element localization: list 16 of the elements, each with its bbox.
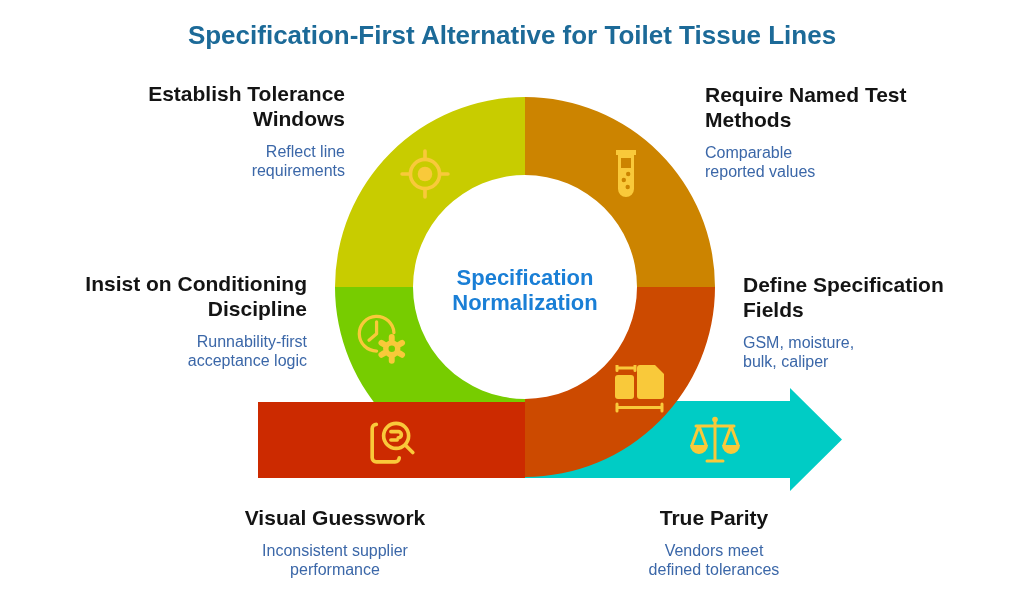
step-heading: Require Named Test Methods — [705, 82, 908, 132]
step-description: Vendors meet defined tolerances — [648, 541, 780, 579]
step-description: GSM, moisture, bulk, caliper — [743, 333, 856, 371]
step-heading: Establish Tolerance Windows — [147, 81, 345, 131]
diagram-title: Specification-First Alternative for Toilet Tissue Lines — [187, 19, 837, 51]
step-heading: Visual Guesswork — [244, 505, 426, 530]
step-description: Reflect line requirements — [250, 142, 345, 180]
step-description: Comparable reported values — [705, 143, 817, 181]
arrow-shape — [525, 388, 842, 491]
step-heading: Insist on Conditioning Discipline — [84, 271, 307, 321]
horizontal-bar — [258, 402, 525, 478]
step-description: Runnability-first acceptance logic — [186, 332, 307, 370]
hub-label: Specification Normalization — [451, 265, 599, 315]
step-heading: True Parity — [659, 505, 769, 530]
step-description: Inconsistent supplier performance — [261, 541, 409, 579]
step-heading: Define Specification Fields — [743, 272, 945, 322]
